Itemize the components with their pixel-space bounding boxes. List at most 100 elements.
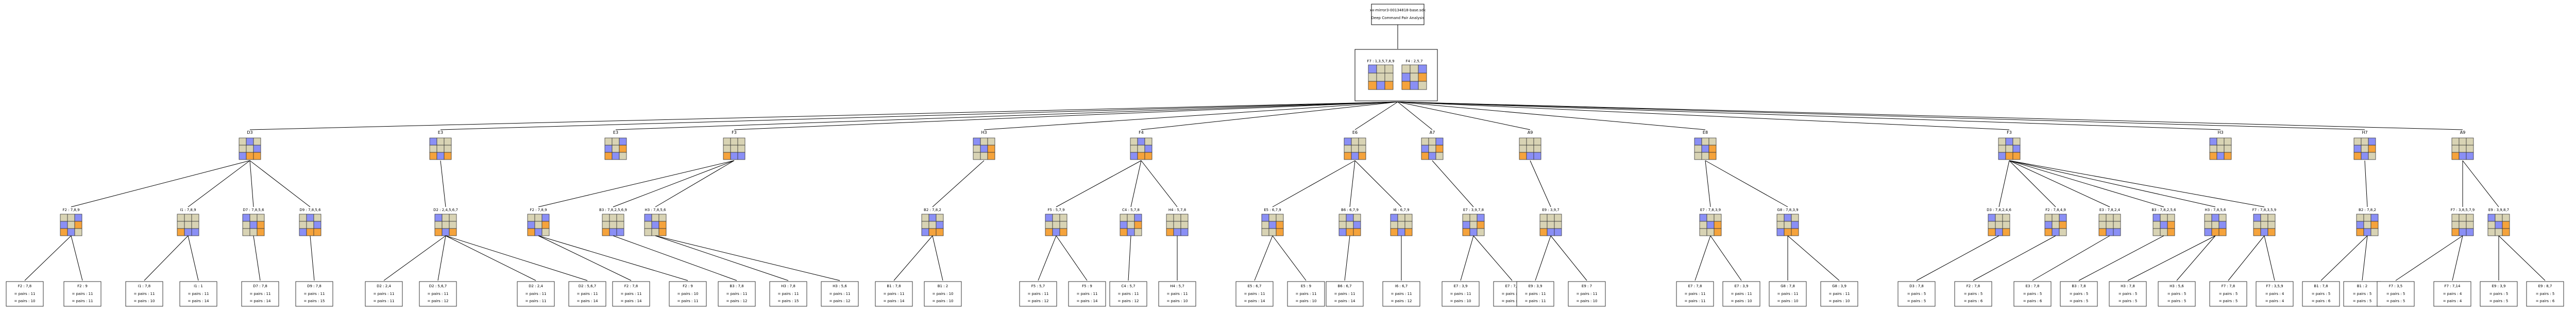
grid-cell	[1368, 64, 1377, 74]
grid-cell	[2113, 228, 2121, 236]
leaf-box	[2433, 281, 2471, 307]
grid-cell	[1791, 221, 1799, 229]
leaf-pairs: = pairs : 5	[2353, 292, 2372, 296]
leaf-box	[1769, 281, 1807, 307]
grid-cell	[249, 228, 258, 236]
leaf-pairs: = pairs : 11	[1117, 292, 1139, 296]
level2-grid	[921, 214, 944, 236]
leaf-box	[875, 281, 913, 307]
leaf-label: I1 : 7,8	[138, 284, 150, 288]
grid-cell	[1462, 221, 1470, 229]
grid-cell	[1699, 228, 1707, 236]
leaf-label: I1 : 1	[194, 284, 203, 288]
grid-cell	[191, 214, 199, 222]
leaf-pairs-2: = pairs : 14	[883, 299, 905, 303]
grid-cell	[253, 145, 261, 153]
grid-cell	[74, 228, 82, 236]
level2-grid	[2098, 214, 2121, 236]
level1-grid	[1519, 137, 1541, 160]
connector-line	[1354, 160, 1402, 207]
grid-cell	[604, 137, 613, 146]
connector-line	[932, 235, 943, 281]
grid-cell	[1988, 214, 1996, 222]
grid-cell	[987, 145, 995, 153]
connector-line	[383, 235, 446, 281]
grid-cell	[2466, 145, 2474, 153]
grid-cell	[299, 228, 307, 236]
grid-cell	[1144, 145, 1153, 153]
grid-cell	[2204, 228, 2212, 236]
grid-cell	[973, 137, 981, 146]
grid-cell	[1998, 137, 2006, 146]
leaf-box	[365, 281, 403, 307]
grid-cell	[1351, 137, 1359, 146]
grid-cell	[1045, 228, 1053, 236]
grid-cell	[1180, 214, 1189, 222]
root-box	[1371, 4, 1425, 25]
leaf-pairs: = pairs : 5	[2070, 292, 2089, 296]
grid-cell	[2451, 228, 2460, 236]
level2-grid	[602, 214, 624, 236]
grid-cell	[1173, 228, 1181, 236]
grid-cell	[2052, 228, 2060, 236]
leaf-label: E7 : 3,9	[1454, 284, 1468, 288]
grid-cell	[1180, 221, 1189, 229]
grid-cell	[1368, 73, 1377, 82]
grid-cell	[1418, 73, 1427, 82]
connector-line	[1354, 101, 1398, 130]
grid-cell	[2361, 145, 2369, 153]
leaf-box	[1954, 281, 1992, 307]
grid-cell	[436, 137, 445, 146]
leaf-pairs: = pairs : 5	[2386, 292, 2405, 296]
leaf-box	[1516, 281, 1554, 307]
level1-label: H7	[2362, 130, 2367, 135]
grid-cell	[928, 221, 937, 229]
leaf-box	[1382, 281, 1420, 307]
leaf-box	[1287, 281, 1325, 307]
grid-cell	[2209, 145, 2217, 153]
leaf-box	[1897, 281, 1936, 307]
grid-cell	[436, 145, 445, 153]
leaf-pairs-2: = pairs : 6	[2312, 299, 2331, 303]
level2-grid	[177, 214, 199, 236]
leaf-box	[1676, 281, 1714, 307]
grid-cell	[2451, 221, 2460, 229]
grid-cell	[2370, 221, 2379, 229]
grid-cell	[1533, 145, 1541, 153]
grid-cell	[2253, 228, 2261, 236]
leaf-label: F7 : 3,5	[2389, 284, 2402, 288]
level1-label: H3	[981, 130, 987, 135]
grid-cell	[1346, 221, 1354, 229]
connector-line	[1254, 235, 1273, 281]
grid-cell	[1268, 221, 1277, 229]
grid-cell	[1376, 81, 1385, 90]
grid-cell	[1401, 81, 1411, 90]
grid-cell	[980, 137, 988, 146]
leaf-pairs: = pairs : 11	[726, 292, 747, 296]
grid-cell	[2466, 214, 2474, 222]
root-title: xx-mirror3-00134818-base.sdk	[1370, 8, 1426, 12]
leaf-box	[2209, 281, 2247, 307]
leaf-label: B3 : 7,8	[2072, 284, 2086, 288]
level1-grid	[973, 137, 995, 160]
level2-grid	[2204, 214, 2227, 236]
level2-label: E3 : 7,8,2,4	[2099, 208, 2121, 212]
level2-label: E7 : 3,9,7,8	[1463, 208, 1484, 212]
grid-cell	[2502, 228, 2510, 236]
grid-cell	[2167, 221, 2175, 229]
connector-line	[188, 235, 199, 281]
connector-line	[615, 101, 1398, 130]
top-node-label: F7 : 1,3,5,7,8,9	[1367, 59, 1394, 63]
leaf-label: F7 : 7,8	[2222, 284, 2235, 288]
grid-cell	[980, 152, 988, 160]
leaf-pairs-2: = pairs : 10	[133, 299, 155, 303]
grid-cell	[1539, 228, 1548, 236]
grid-cell	[2153, 221, 2161, 229]
grid-cell	[987, 152, 995, 160]
leaf-box	[1158, 281, 1196, 307]
leaf-box	[125, 281, 163, 307]
grid-cell	[2260, 228, 2268, 236]
grid-cell	[609, 228, 617, 236]
grid-cell	[2451, 214, 2460, 222]
grid-cell	[1708, 137, 1717, 146]
